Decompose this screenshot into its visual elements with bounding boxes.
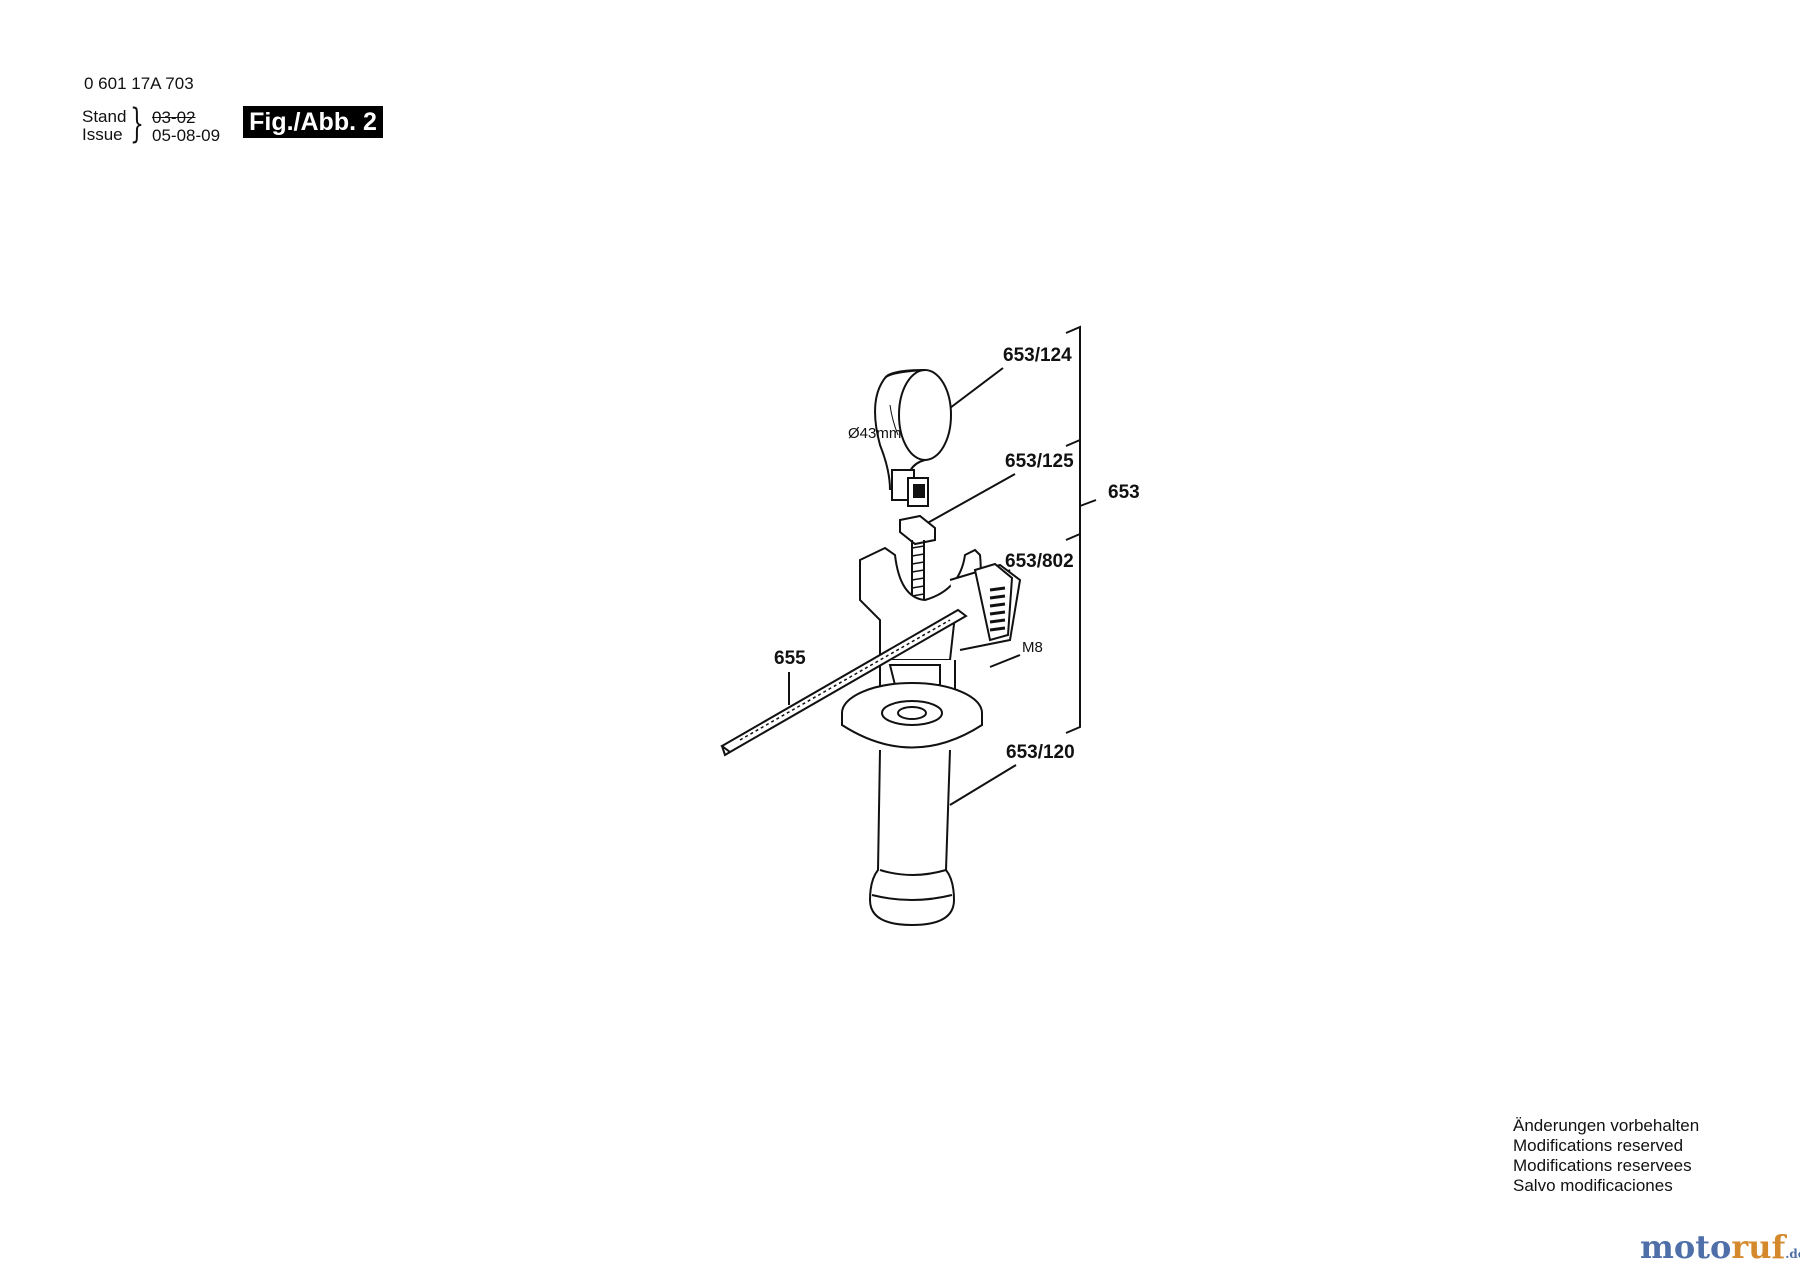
figure-label: Fig./Abb. 2	[243, 106, 383, 138]
callout-653-802: 653/802	[1005, 551, 1074, 572]
notice-en: Modifications reserved	[1513, 1136, 1684, 1155]
brand-logo: motoruf.de	[1640, 1228, 1800, 1266]
depth-stop-rod	[720, 608, 968, 757]
notice-es: Salvo modificaciones	[1513, 1176, 1673, 1195]
stand-label: Stand	[82, 107, 127, 126]
leader-m8	[989, 654, 1021, 668]
brace-icon: }	[130, 101, 144, 147]
diameter-label: Ø43mm	[848, 425, 902, 442]
brand-part1: moto	[1640, 1228, 1732, 1266]
callout-653-120: 653/120	[1006, 742, 1075, 763]
notice-de: Änderungen vorbehalten	[1513, 1116, 1700, 1135]
callout-653-125: 653/125	[1005, 451, 1074, 472]
handle-holder	[859, 546, 1022, 702]
thread-label: M8	[1022, 639, 1043, 656]
leader-653-125	[914, 473, 1016, 531]
leader-653-124	[949, 367, 1004, 409]
clamping-band	[874, 369, 952, 507]
group-bracket	[1065, 325, 1081, 734]
brand-part2: ruf	[1731, 1228, 1786, 1266]
part-number: 0 601 17A 703	[84, 74, 194, 93]
t-bolt	[899, 514, 936, 600]
notice-fr: Modifications reservees	[1513, 1156, 1692, 1175]
callout-653: 653	[1108, 482, 1140, 503]
auxiliary-handle	[841, 682, 983, 927]
leader-653-120	[949, 764, 1017, 806]
callout-653-124: 653/124	[1003, 345, 1072, 366]
brand-tld: .de	[1785, 1247, 1800, 1261]
old-date: 03-02	[152, 108, 196, 127]
issue-label: Issue	[82, 125, 123, 144]
callout-655: 655	[774, 648, 806, 669]
new-date: 05-08-09	[152, 126, 221, 145]
modifications-notice: Änderungen vorbehalten Modifications res…	[1513, 1116, 1699, 1196]
